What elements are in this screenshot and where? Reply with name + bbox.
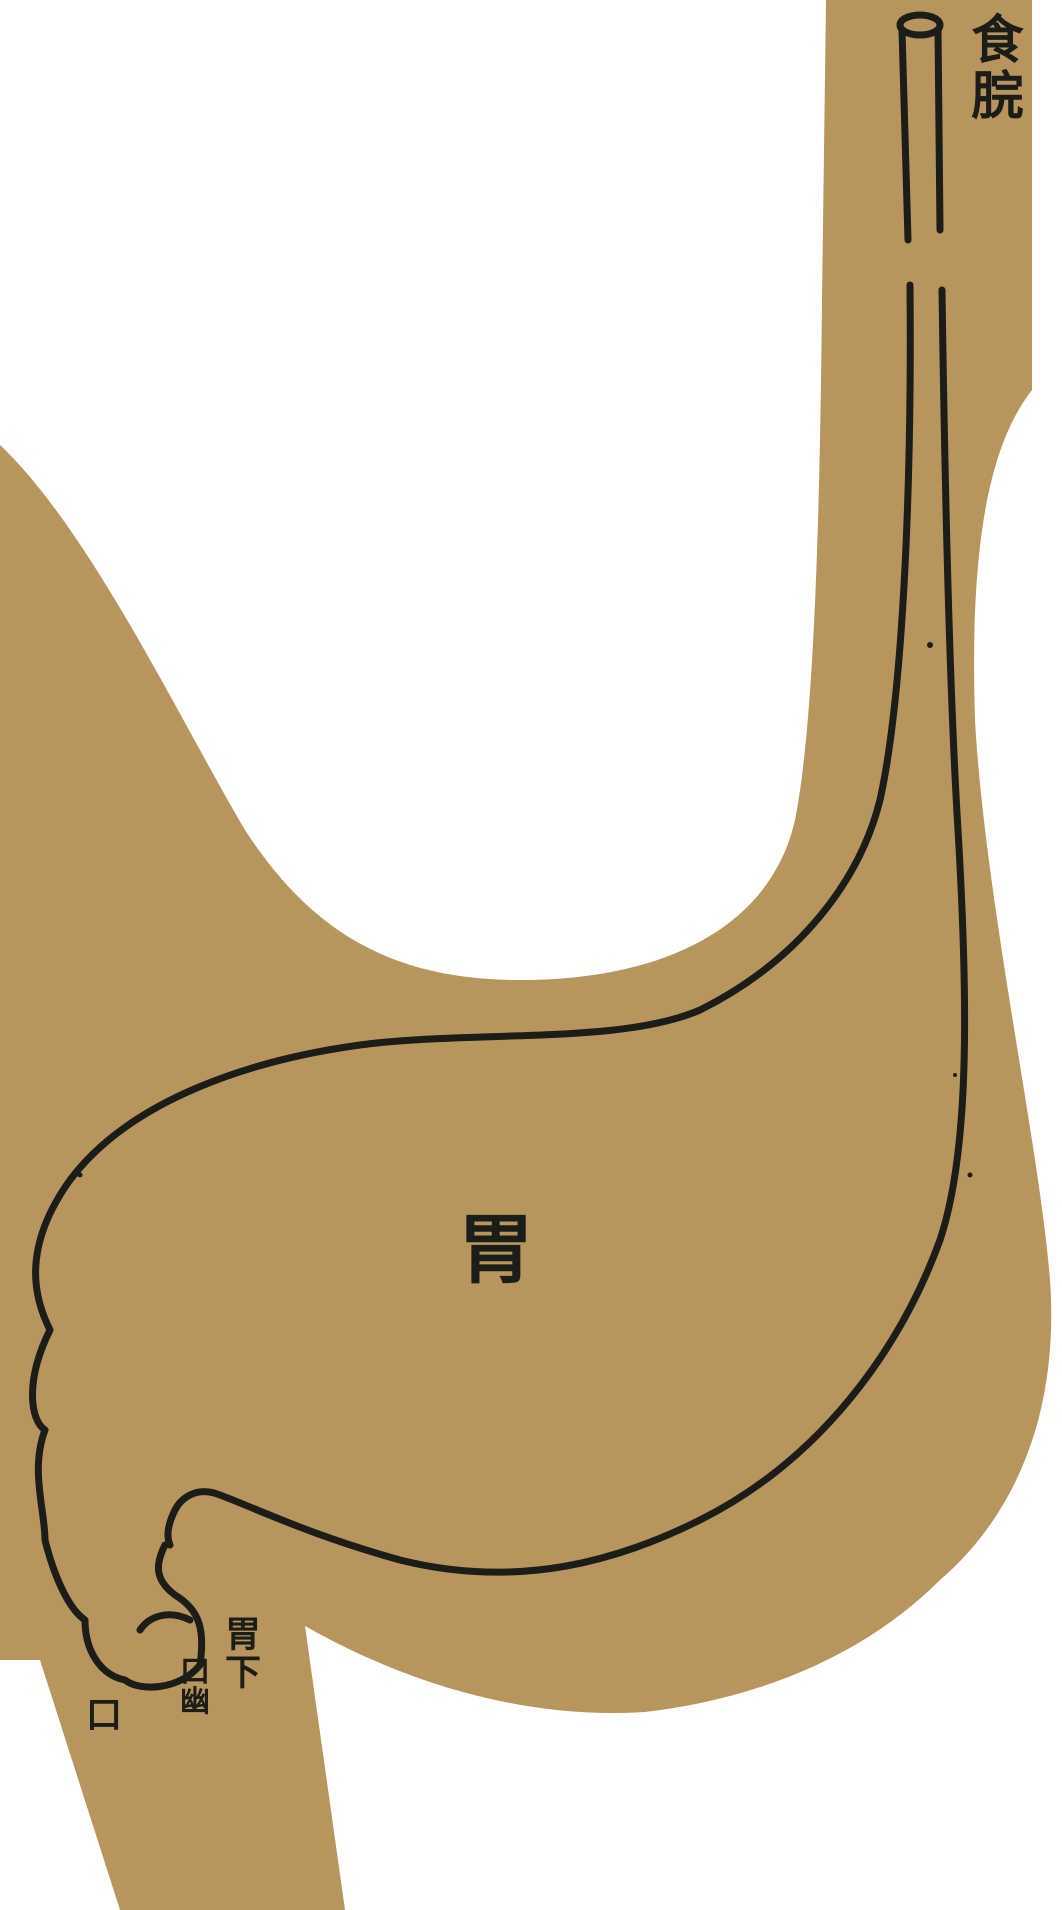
stomach-label: 胃: [458, 1212, 534, 1288]
pylorus-label: 口幽: [176, 1655, 206, 1715]
esophagus-label: 食脘: [958, 12, 1018, 124]
stomach-lower-label: 胃下: [222, 1615, 258, 1691]
pylorus-mouth-label: 口: [86, 1697, 122, 1733]
